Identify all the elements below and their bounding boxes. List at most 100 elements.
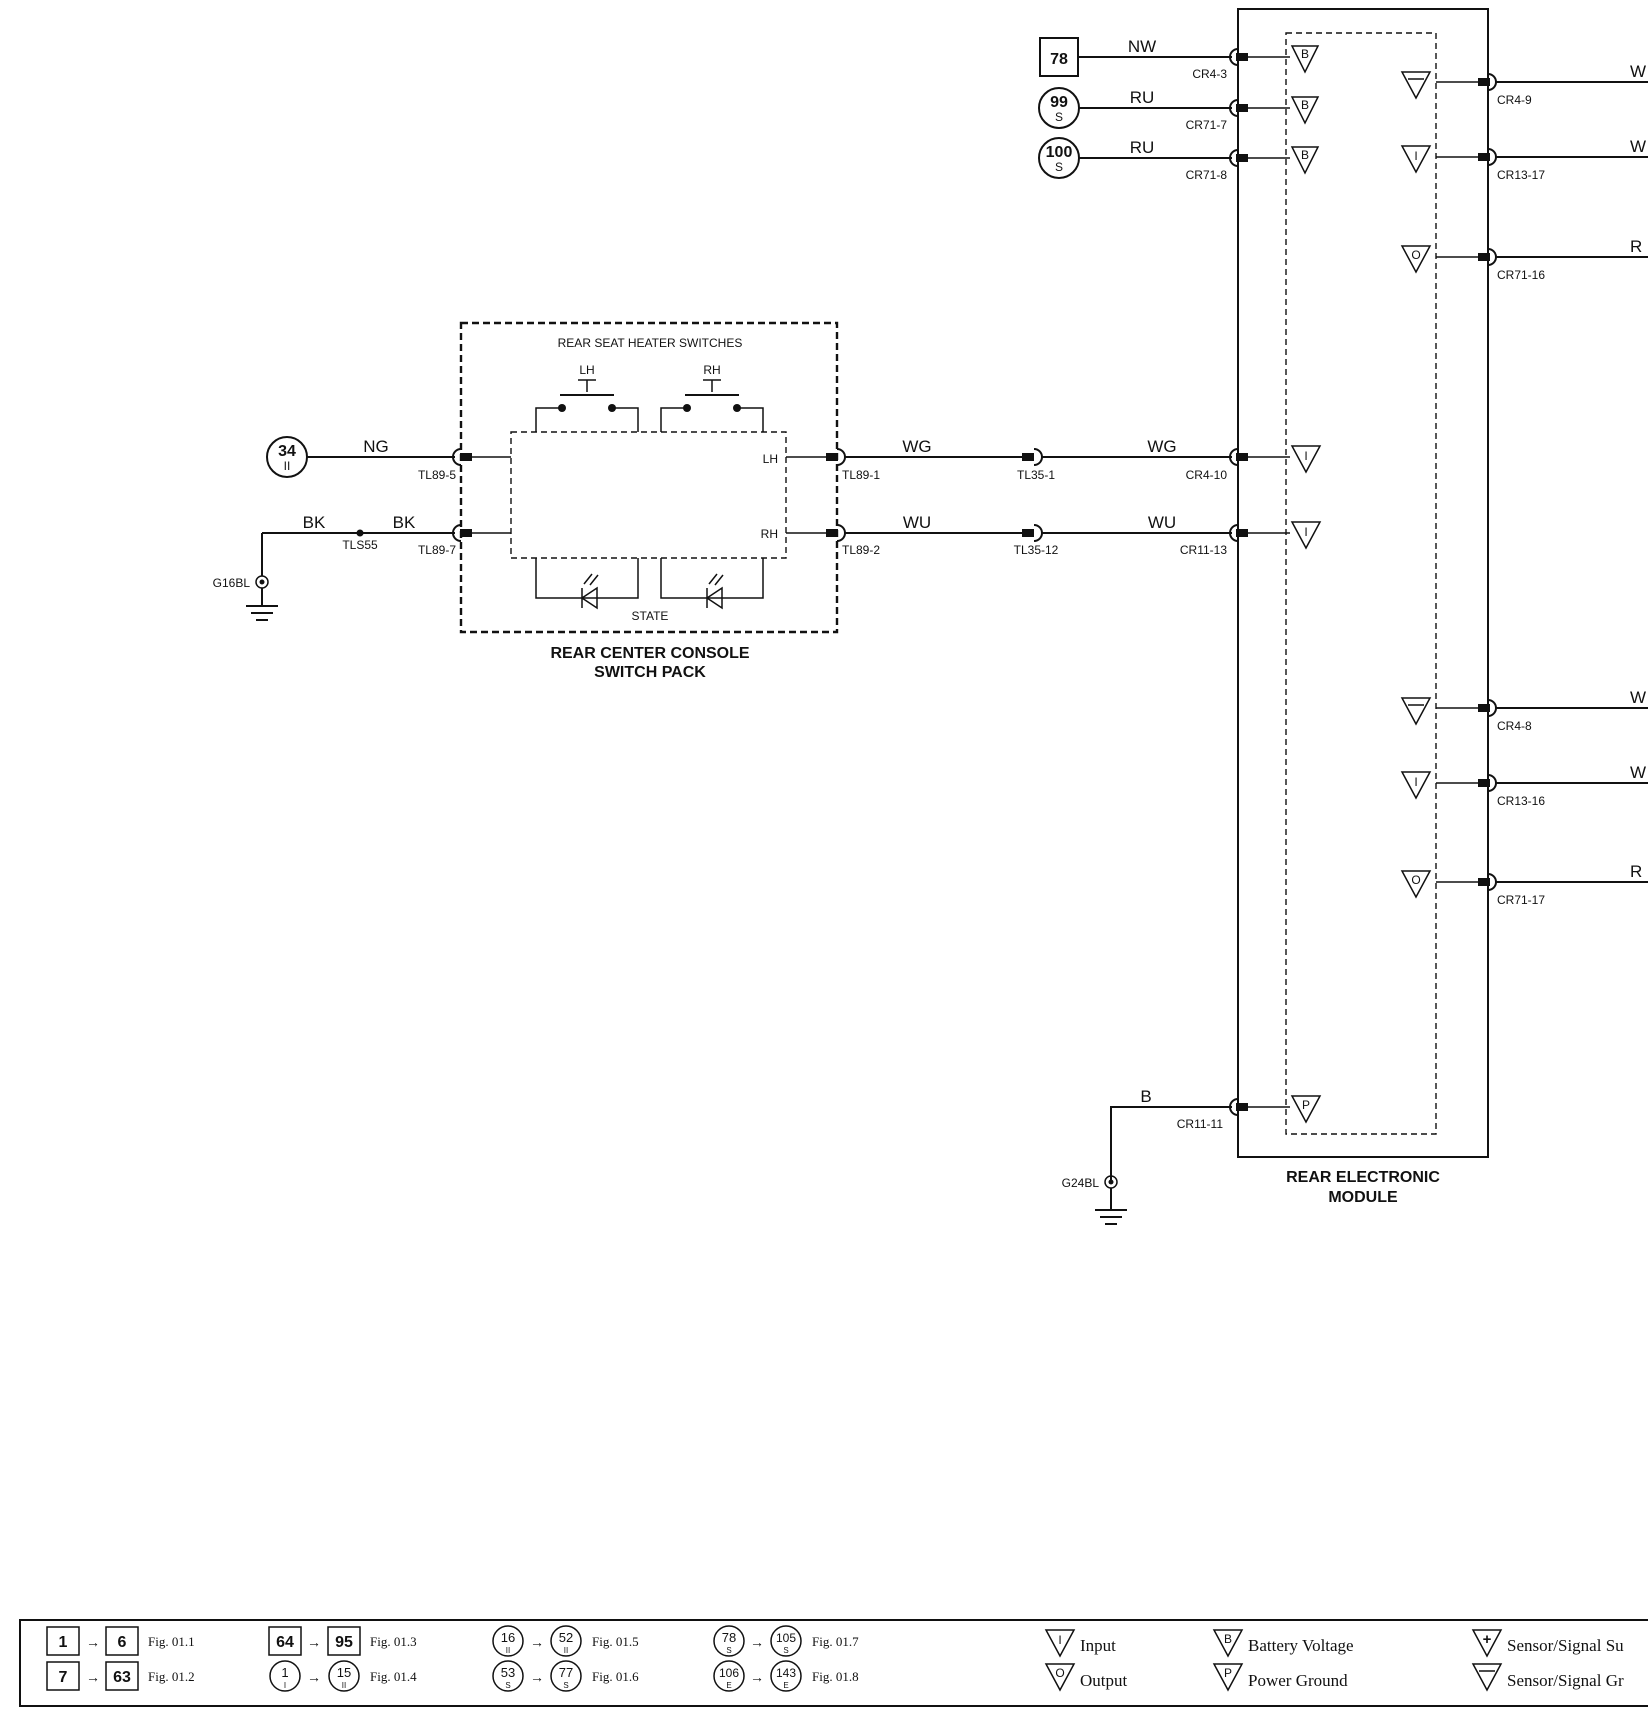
power-ground-icon: [1290, 1095, 1322, 1124]
module-inner-dashed: [1285, 32, 1437, 1135]
legend-battery-voltage: Battery Voltage: [1248, 1636, 1354, 1655]
battery-voltage-icon: [1290, 96, 1320, 125]
pin-tl89-1: [826, 453, 838, 461]
lh-switch-leads: [535, 407, 639, 432]
circuit-ru-cr71-7: 99 S RU CR71-7 B: [1038, 87, 1320, 132]
arrow-right-icon: →: [530, 1634, 544, 1650]
pin-cr4-3: [1236, 53, 1248, 61]
legend-f7-bs: S: [783, 1646, 788, 1655]
legend-f6: Fig. 01.6: [592, 1669, 639, 1684]
wire-label-r1: W: [1630, 62, 1646, 81]
pin-cr4-9: [1478, 78, 1490, 86]
pin-cr71-16: [1478, 253, 1490, 261]
battery-symbol-text: B: [1301, 98, 1309, 112]
conn-label-tl35-12: TL35-12: [1014, 543, 1059, 557]
legend-input-symbol: I: [1058, 1633, 1061, 1647]
sensor-supply-icon: [1471, 1629, 1503, 1658]
ground-eyelet-g24bl-dot: [1108, 1179, 1114, 1185]
legend-box: [105, 1626, 139, 1656]
input-symbol-text: I: [1414, 149, 1417, 163]
wire-label-bk-2: BK: [393, 513, 416, 532]
connector-cr4-9: [1487, 73, 1497, 91]
wire-label-wg-1: WG: [902, 437, 931, 456]
output-icon: [1044, 1663, 1076, 1692]
legend-f6-b: 77: [559, 1665, 573, 1680]
connector-tl35-1: [1033, 448, 1043, 466]
arrow-right-icon: →: [307, 1669, 321, 1685]
connector-tl89-5: [452, 448, 462, 466]
legend-f2-b: 63: [113, 1669, 131, 1686]
lh-switch-label: LH: [579, 363, 594, 377]
arrow-right-icon: →: [86, 1669, 100, 1685]
output-icon: [1400, 870, 1432, 899]
module-outline: [1237, 8, 1489, 1158]
legend-circle: [492, 1625, 524, 1657]
legend-circle: [770, 1660, 802, 1692]
conn-label-cr4-9: CR4-9: [1497, 93, 1532, 107]
legend-f1-b: 6: [118, 1634, 127, 1651]
input-icon: [1290, 521, 1322, 550]
connector-cr11-11: [1229, 1098, 1239, 1116]
legend-battery-symbol: B: [1224, 1632, 1232, 1646]
conn-label-cr71-7: CR71-7: [1186, 118, 1228, 132]
legend-circle: [550, 1660, 582, 1692]
input-symbol-text: I: [1304, 525, 1307, 539]
legend-f3-b: 95: [335, 1634, 353, 1651]
conn-label-cr13-17: CR13-17: [1497, 168, 1545, 182]
switch-pack-title-line2: SWITCH PACK: [594, 664, 706, 681]
conn-label-cr11-11: CR11-11: [1177, 1117, 1224, 1131]
battery-voltage-icon: [1290, 45, 1320, 74]
connector-cr13-17: [1487, 148, 1497, 166]
wire-label-ng: NG: [363, 437, 389, 456]
legend-f7-as: S: [726, 1646, 731, 1655]
ref-100-sub: S: [1055, 160, 1063, 174]
power-ground-icon: [1212, 1663, 1244, 1692]
pin-cr13-17: [1478, 153, 1490, 161]
input-symbol-text: I: [1414, 775, 1417, 789]
pin-cr4-8: [1478, 704, 1490, 712]
legend-f8: Fig. 01.8: [812, 1669, 859, 1684]
legend-f6-a: 53: [501, 1665, 515, 1680]
led-rh-icon: [705, 586, 723, 610]
arrow-right-icon: →: [750, 1669, 764, 1685]
ground-eyelet-g16bl-dot: [259, 579, 265, 585]
switch-pack-inner: [510, 431, 787, 559]
legend-frame: [19, 1619, 1648, 1707]
legend-f6-as: S: [505, 1681, 510, 1690]
legend-f3: Fig. 01.3: [370, 1634, 417, 1649]
pin-lh-label: LH: [763, 452, 778, 466]
legend-f8-b: 143: [776, 1666, 796, 1680]
connector-cr13-16: [1487, 774, 1497, 792]
legend-sensor-ground: Sensor/Signal Gr: [1507, 1671, 1624, 1690]
legend-power-ground: Power Ground: [1248, 1671, 1348, 1690]
connector-cr4-10: [1229, 448, 1239, 466]
battery-voltage-icon: [1212, 1629, 1244, 1658]
circuit-b-cr11-11: B CR11-11 P G24BL: [1062, 1087, 1322, 1225]
ref-100-label: 100: [1046, 144, 1073, 161]
circuit-wg: TL89-1 WG TL35-1 WG CR4-10 I: [826, 437, 1322, 482]
legend-input: Input: [1080, 1636, 1116, 1655]
connector-tl89-7: [452, 524, 462, 542]
pin-tl35-12: [1022, 529, 1034, 537]
pin-cr71-8: [1236, 154, 1248, 162]
legend-f5-bs: II: [564, 1646, 568, 1655]
pin-rh-label: RH: [761, 527, 778, 541]
legend-f1-a: 1: [59, 1634, 68, 1651]
conn-label-cr4-8: CR4-8: [1497, 719, 1532, 733]
legend-f8-bs: E: [783, 1681, 788, 1690]
pin-cr11-13: [1236, 529, 1248, 537]
connector-tl89-1: [836, 448, 846, 466]
conn-label-cr13-16: CR13-16: [1497, 794, 1545, 808]
legend-f4: Fig. 01.4: [370, 1669, 417, 1684]
legend-f5-a: 16: [501, 1630, 515, 1645]
pin-tl89-7: [460, 529, 472, 537]
circuit-cr71-16: O R CR71-16: [1400, 237, 1648, 282]
sensor-ground-icon: [1400, 71, 1432, 100]
battery-symbol-text: B: [1301, 47, 1309, 61]
pin-tl89-5: [460, 453, 472, 461]
legend-f4-b: 15: [337, 1665, 351, 1680]
connector-tl35-12: [1033, 524, 1043, 542]
output-symbol-text: O: [1411, 248, 1420, 262]
legend-box: [327, 1626, 361, 1656]
module-title-line2: MODULE: [1328, 1189, 1398, 1206]
